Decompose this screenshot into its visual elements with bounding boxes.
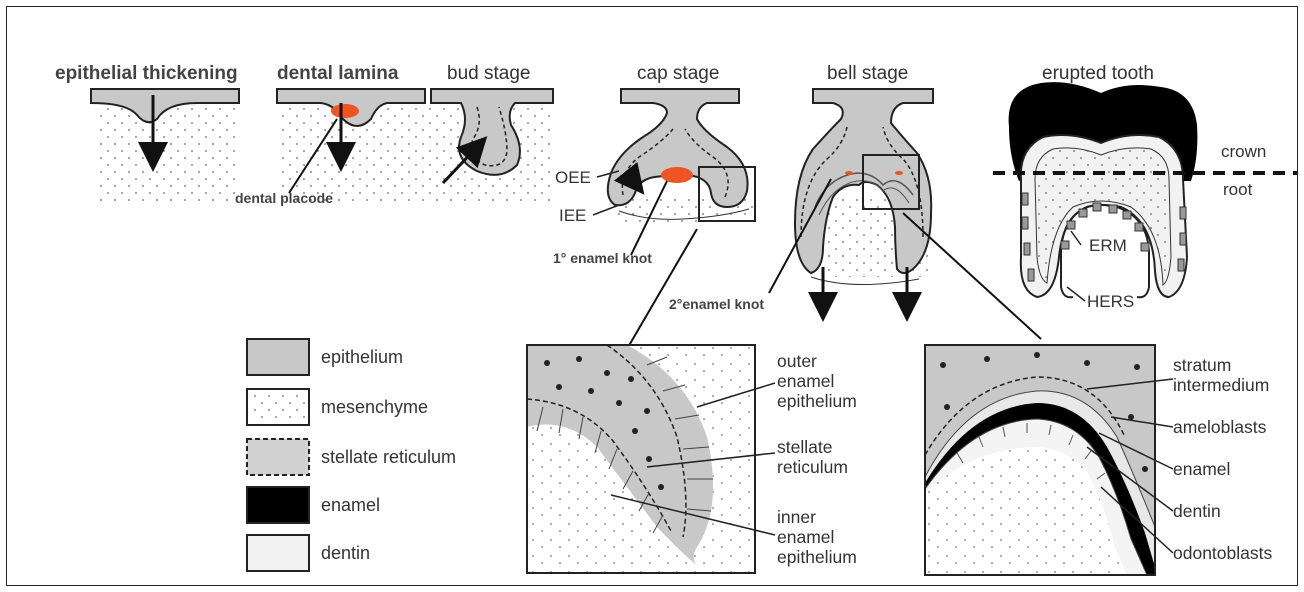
- title-bud-stage: bud stage: [447, 63, 530, 84]
- title-bell-stage: bell stage: [827, 63, 908, 84]
- legend-label: dentin: [321, 543, 370, 563]
- cap-detail-panel: outer enamel epithelium stellate reticul…: [527, 345, 857, 573]
- tooth-development-diagram: epithelial thickening dental lamina bud …: [7, 7, 1297, 585]
- label-dental-placode: dental placode: [235, 190, 333, 206]
- label-stellate: stellate: [777, 437, 832, 457]
- label-primary-enamel-knot: 1° enamel knot: [553, 250, 652, 266]
- figure-frame: epithelial thickening dental lamina bud …: [6, 6, 1298, 586]
- stage-epithelial-thickening: [91, 89, 239, 203]
- title-epithelial-thickening: epithelial thickening: [55, 63, 238, 84]
- stage-dental-lamina: dental placode: [235, 89, 431, 206]
- label-inner: inner: [777, 507, 816, 527]
- label-enamel: enamel: [1173, 459, 1230, 479]
- title-cap-stage: cap stage: [637, 63, 719, 84]
- legend: epithelium mesenchyme stellate reticulum…: [247, 339, 456, 571]
- label-outer: outer: [777, 351, 817, 371]
- label-enamel: enamel: [777, 371, 834, 391]
- label-epithelium: epithelium: [777, 391, 857, 411]
- legend-item-stellate-reticulum: stellate reticulum: [247, 439, 456, 475]
- label-reticulum: reticulum: [777, 457, 848, 477]
- label-crown: crown: [1221, 142, 1266, 161]
- label-epithelium: epithelium: [777, 547, 857, 567]
- label-secondary-enamel-knot: 2°enamel knot: [669, 296, 764, 312]
- stage-bud: [431, 89, 553, 203]
- stage-erupted-tooth: crown root ERM HERS: [993, 82, 1297, 311]
- legend-item-epithelium: epithelium: [247, 339, 403, 375]
- label-oee: OEE: [555, 168, 591, 187]
- label-root: root: [1223, 180, 1253, 199]
- title-erupted-tooth: erupted tooth: [1042, 63, 1154, 84]
- legend-item-dentin: dentin: [247, 535, 370, 571]
- label-erm: ERM: [1089, 236, 1127, 255]
- label-dentin: dentin: [1173, 501, 1221, 521]
- legend-label: enamel: [321, 495, 380, 515]
- stage-cap: OEE IEE 1° enamel knot: [553, 89, 755, 266]
- label-iee: IEE: [559, 206, 586, 225]
- label-enamel: enamel: [777, 527, 834, 547]
- legend-label: epithelium: [321, 347, 403, 367]
- legend-label: mesenchyme: [321, 397, 428, 417]
- primary-enamel-knot-shape: [661, 167, 693, 183]
- title-dental-lamina: dental lamina: [277, 63, 399, 84]
- dental-placode-shape: [331, 104, 359, 118]
- label-ameloblasts: ameloblasts: [1173, 417, 1267, 437]
- legend-item-enamel: enamel: [247, 487, 380, 523]
- label-hers: HERS: [1087, 292, 1134, 311]
- label-odontoblasts: odontoblasts: [1173, 543, 1272, 563]
- legend-label: stellate reticulum: [321, 447, 456, 467]
- bell-detail-panel: stratum intermedium ameloblasts enamel d…: [925, 345, 1272, 575]
- legend-item-mesenchyme: mesenchyme: [247, 389, 428, 425]
- label-stratum: stratum: [1173, 355, 1231, 375]
- label-intermedium: intermedium: [1173, 375, 1269, 395]
